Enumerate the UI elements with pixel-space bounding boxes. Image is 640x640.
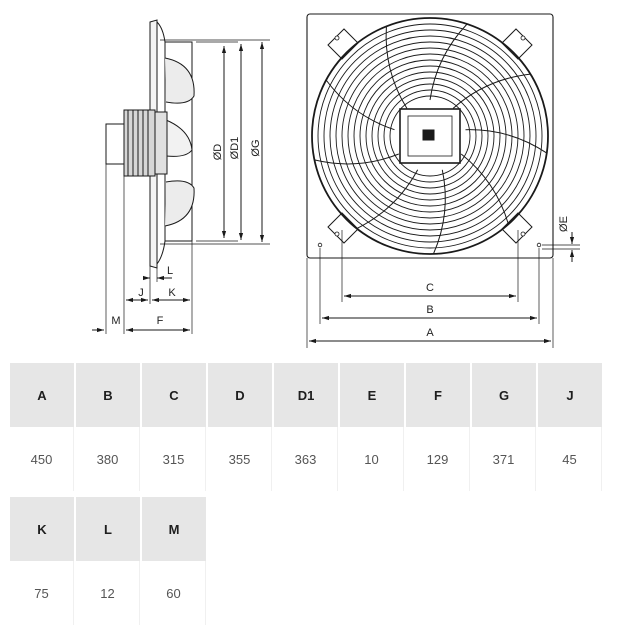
mounting-panel — [306, 13, 554, 259]
guard-spoke — [356, 169, 419, 230]
guard-ring — [311, 17, 549, 255]
header-l: L — [76, 497, 140, 561]
guard-spoke — [432, 169, 446, 255]
corner-bracket-tr — [501, 28, 533, 60]
header-d1: D1 — [274, 363, 338, 427]
label-b: B — [426, 304, 433, 316]
header-d: D — [208, 363, 272, 427]
value-k: 75 — [10, 561, 74, 625]
value-row: 450 380 315 355 363 10 129 371 45 — [10, 427, 602, 491]
dimensions-table-row1: A B C D D1 E F G J 450 380 315 355 363 1… — [8, 363, 604, 491]
label-d1: ØD1 — [229, 137, 241, 160]
dimensions-table-row2: K L M 75 12 60 — [8, 497, 208, 625]
header-f: F — [406, 363, 470, 427]
label-a: A — [426, 327, 434, 339]
value-f: 129 — [406, 427, 470, 491]
label-m: M — [111, 315, 120, 327]
label-e: ØE — [558, 216, 570, 232]
side-view — [92, 19, 270, 334]
fan-blade-lower — [164, 180, 195, 227]
guard-spoke — [452, 73, 531, 109]
label-g: ØG — [250, 139, 262, 156]
guard-spoke — [325, 79, 395, 131]
value-g: 371 — [472, 427, 536, 491]
label-j: J — [138, 287, 144, 299]
value-b: 380 — [76, 427, 140, 491]
fan-technical-drawing: ØD ØD1 ØG L J K M F — [92, 13, 580, 348]
guard-ring — [389, 95, 471, 177]
value-e: 10 — [340, 427, 404, 491]
header-k: K — [10, 497, 74, 561]
guard-ring — [335, 41, 525, 231]
label-k: K — [168, 287, 176, 299]
label-c: C — [426, 282, 434, 294]
guard-ring — [353, 59, 507, 213]
header-e: E — [340, 363, 404, 427]
fan-blade-upper — [164, 57, 195, 104]
fan-hub — [154, 111, 168, 175]
guard-ring — [341, 47, 519, 225]
guard-spoke — [465, 129, 548, 154]
header-g: G — [472, 363, 536, 427]
value-l: 12 — [76, 561, 140, 625]
guard-spoke — [385, 26, 408, 109]
header-row: K L M — [10, 497, 206, 561]
header-row: A B C D D1 E F G J — [10, 363, 602, 427]
label-d: ØD — [212, 144, 224, 161]
mounting-hole-right — [536, 242, 542, 248]
value-row: 75 12 60 — [10, 561, 206, 625]
header-j: J — [538, 363, 602, 427]
value-d: 355 — [208, 427, 272, 491]
value-c: 315 — [142, 427, 206, 491]
label-l: L — [167, 265, 173, 277]
value-a: 450 — [10, 427, 74, 491]
value-m: 60 — [142, 561, 206, 625]
guard-ring — [377, 83, 483, 189]
front-view — [306, 13, 580, 348]
corner-bracket-br — [501, 212, 533, 244]
guard-ring — [371, 77, 489, 195]
header-b: B — [76, 363, 140, 427]
value-d1: 363 — [274, 427, 338, 491]
guard-profile — [156, 21, 193, 265]
guard-ring — [365, 71, 495, 201]
guard-spoke — [314, 153, 399, 165]
motor-body — [123, 109, 156, 177]
motor-cap — [105, 123, 125, 165]
guard-spoke — [429, 23, 468, 101]
mounting-hole-left — [317, 242, 323, 248]
fan-guard-rings — [311, 17, 549, 255]
motor-label — [422, 129, 435, 141]
header-a: A — [10, 363, 74, 427]
header-m: M — [142, 497, 206, 561]
front-view-labels: C B A ØE — [426, 216, 570, 339]
fan-guard-spokes — [314, 23, 548, 255]
value-j: 45 — [538, 427, 602, 491]
guard-ring — [317, 23, 543, 249]
guard-ring — [359, 65, 501, 207]
guard-ring — [383, 89, 477, 183]
label-f: F — [157, 315, 164, 327]
header-c: C — [142, 363, 206, 427]
side-view-labels: ØD ØD1 ØG L J K M F — [111, 137, 262, 327]
guard-ring — [323, 29, 537, 243]
guard-ring — [329, 35, 531, 237]
guard-spoke — [460, 153, 509, 225]
